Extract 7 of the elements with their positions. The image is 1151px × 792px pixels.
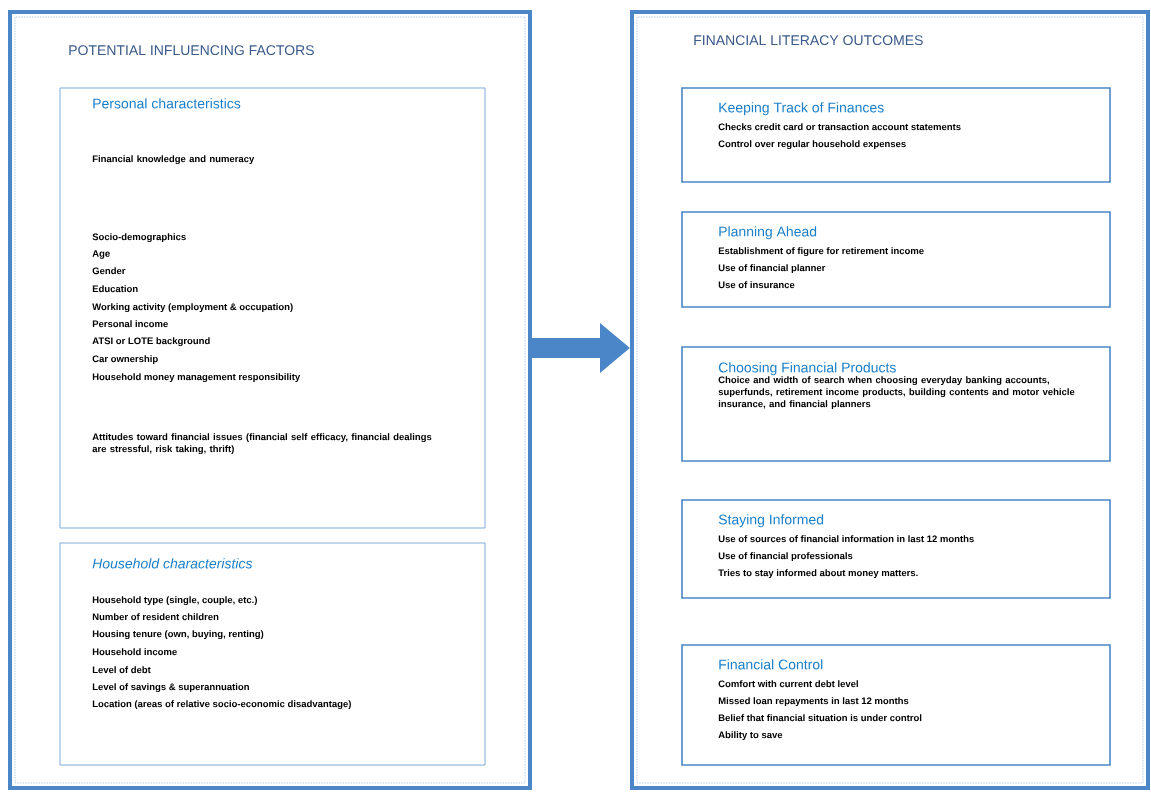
outcome-box: Staying Informed Use of sources of financial information in last 12 months Use of financial professionals Tries to stay informed about money matters. (681, 499, 1111, 599)
outcome-box: Choosing Financial Products Choice and width of search when choosing everyday banking accounts, superfunds, retirement income products, building contents and motor vehicle insurance, and financial planners (681, 346, 1111, 462)
factor-box: Personal characteristics Financial knowledge and numeracy Socio-demographics Age Gender Education Working activity (employment & occupation) Personal income ATSI or LOTE background Car ownership Household money management responsibility Attitudes toward financial issues (financial self efficacy, financial dealings are stressful, risk taking, thrift) (59, 87, 486, 529)
factor-box: Household characteristics Household type (single, couple, etc.) Number of resident children Housing tenure (own, buying, renting) Household income Level of debt Level of savings & superannuation Location (areas of relative socio-economic disadvantage) (59, 542, 486, 766)
outcome-box: Planning Ahead Establishment of figure for retirement income Use of financial planner Use of insurance (681, 211, 1111, 308)
outcome-box: Keeping Track of Finances Checks credit card or transaction account statements Control over regular household expenses (681, 87, 1111, 183)
outcome-box: Financial Control Comfort with current debt level Missed loan repayments in last 12 months Belief that financial situation is under control Ability to save (681, 644, 1111, 766)
